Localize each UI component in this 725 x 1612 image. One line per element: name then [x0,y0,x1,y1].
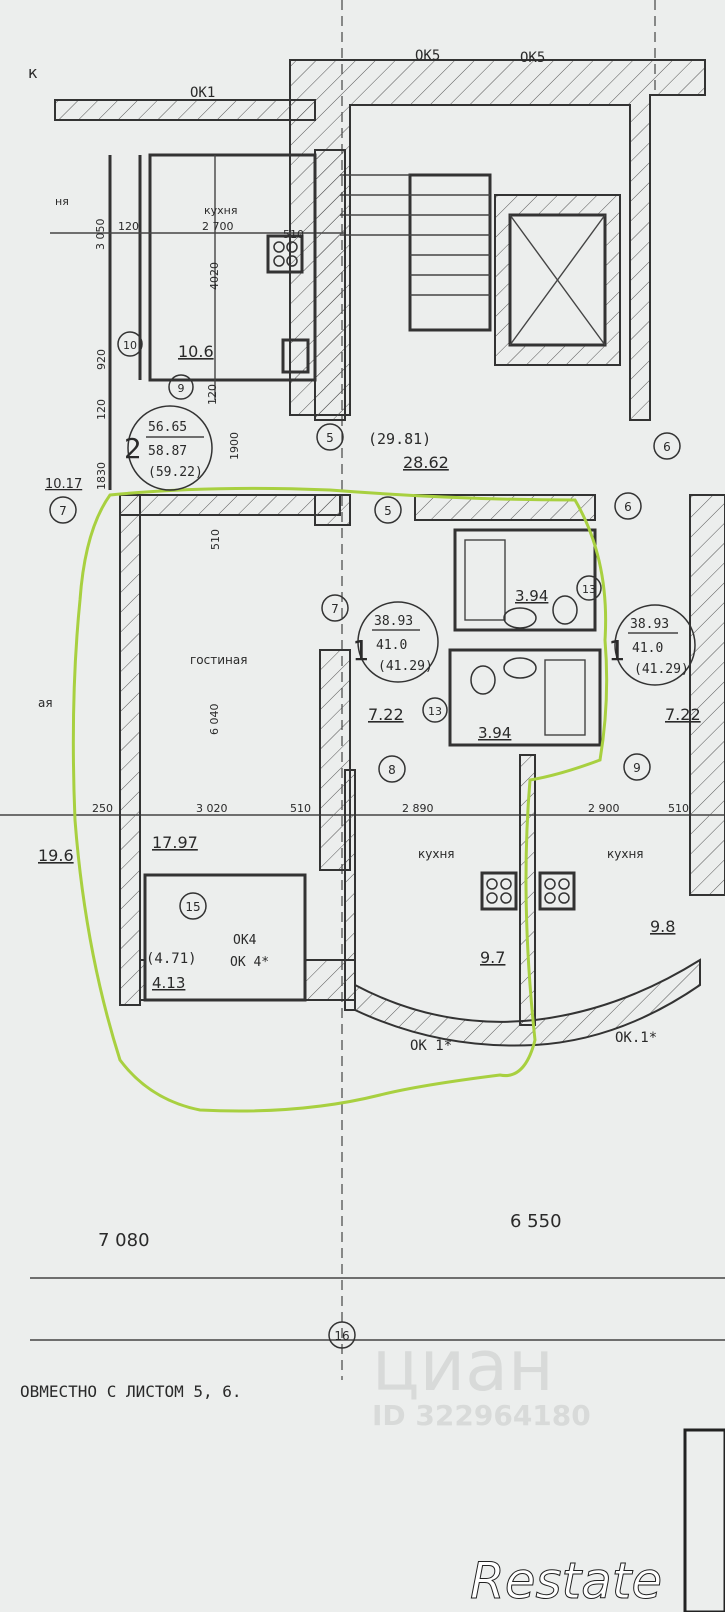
room-count: 1 [352,634,369,667]
room-label: ая [38,696,53,710]
window-label: ОК4 [233,933,257,948]
window-label: ОК 4* [230,955,269,970]
apartment-walls [119,494,725,1047]
dimension: 510 [283,228,304,241]
marker: 13 [428,705,442,718]
dimension: 120 [95,399,108,420]
dimension: 3 020 [196,802,228,815]
cian-id-watermark: ID 322964180 [372,1399,591,1432]
dimension: 7 080 [98,1230,150,1251]
area-hall-total: (29.81) [368,430,431,448]
apartment-summary-1room-b: 1 38.93 41.0 (41.29) [608,604,696,686]
window-label: ОК 1* [410,1038,452,1054]
area: 19.6 [38,846,74,865]
area-kitchen: 9.7 [480,948,505,967]
dimension: 250 [92,802,113,815]
area-with-balcony: (59.22) [148,465,203,480]
window-label: ОК1 [190,85,215,101]
dimension: 120 [118,220,139,233]
room-label-living: гостиная [190,653,247,667]
dimension: 1830 [95,462,108,490]
marker: 7 [331,602,339,616]
area-corridor: 7.22 [665,705,701,724]
marker: 9 [633,761,641,775]
area-balcony: 4.13 [152,974,185,992]
area-hall: 28.62 [403,453,449,472]
upper-left-walls [50,99,346,490]
area-bath: 3.94 [515,587,548,605]
marker: 7 [59,504,67,518]
dimension: 4020 [208,262,221,290]
stairwell [289,59,706,421]
area-with-balcony: (41.29) [378,659,433,674]
dimension: 6 040 [208,704,221,736]
room-count: 1 [608,634,625,667]
dimension: 510 [668,802,689,815]
room-label-kitchen: кухня [418,847,455,861]
window-label: ОК5 [520,50,545,66]
total-area: 58.87 [148,444,187,459]
sheet-note: ОВМЕСТНО С ЛИСТОМ 5, 6. [20,1382,242,1401]
marker: 10 [123,339,137,352]
dimension: 6 550 [510,1211,562,1232]
dimension: 120 [206,384,219,405]
dimension: 510 [209,529,222,550]
area-with-balcony: (41.29) [634,662,689,677]
dimension: 2 900 [588,802,620,815]
restate-logo: Restate [470,1552,662,1610]
axis-marker: 16 [334,1329,349,1343]
marker: 8 [388,763,396,777]
area-balcony-total: (4.71) [146,951,197,967]
area-living: 17.97 [152,833,198,852]
window-label: ОК.1* [615,1030,657,1046]
room-label: ня [55,195,69,208]
dimension: 2 700 [202,220,234,233]
watermarks: циан ID 322964180 Restate [372,1325,725,1612]
living-area: 38.93 [630,617,669,632]
dimension: 1900 [228,432,241,460]
total-area: 41.0 [632,641,663,656]
dimension: 2 890 [402,802,434,815]
window-label: ОК5 [415,48,440,64]
marker: 9 [178,382,185,395]
dimension: 3 050 [94,219,107,251]
area: 10.17 [45,477,82,492]
marker: 6 [624,500,632,514]
room-label: кухня [204,204,237,217]
apartment-summary-1room-a: 1 38.93 41.0 (41.29) [352,601,439,683]
area-kitchen-top: 10.6 [178,342,214,361]
room-count: 2 [124,432,142,465]
living-area: 56.65 [148,420,187,435]
cian-watermark: циан [372,1325,554,1407]
marker: 13 [582,583,596,596]
top-letter: к [28,63,38,82]
apartment-highlight [71,486,609,1113]
area-kitchen: 9.8 [650,917,675,936]
area-corridor: 7.22 [368,705,404,724]
labels: к ОК5 ОК5 ОК1 ня кухня 2 700 120 510 3 0… [20,48,701,1401]
marker: 6 [663,440,671,454]
marker: 5 [326,431,334,445]
area-bath: 3.94 [478,724,511,742]
dimension: 920 [95,349,108,370]
living-area: 38.93 [374,614,413,629]
total-area: 41.0 [376,638,407,653]
marker: 15 [185,900,200,914]
room-label-kitchen: кухня [607,847,644,861]
marker: 5 [384,504,392,518]
apartment-summary-2room: 2 56.65 58.87 (59.22) [124,405,213,491]
dimension: 510 [290,802,311,815]
